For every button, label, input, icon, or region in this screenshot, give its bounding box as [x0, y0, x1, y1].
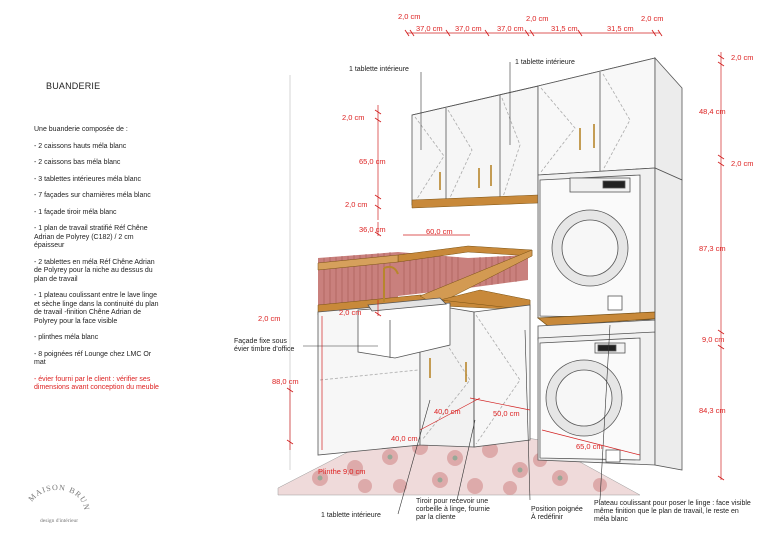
svg-text:MAISON BRUNE: MAISON BRUNE	[22, 480, 91, 511]
description-item: - 1 façade tiroir méla blanc	[34, 208, 117, 216]
description-item: - 3 tablettes intérieures méla blanc	[34, 175, 141, 183]
dim-left-2-c: 2,0 cm	[258, 314, 281, 323]
dim-left-2-d: 2,0 cm	[339, 308, 362, 317]
dim-bottom-40-b: 40,0 cm	[391, 434, 418, 443]
description-item: Une buanderie composée de :	[34, 126, 128, 133]
brand-logo: MAISON BRUNE design d'intérieur	[19, 473, 92, 526]
dim-top-37-a: 37,0 cm	[416, 24, 443, 33]
description-item: - 8 poignées réf Lounge chez LMC Or mat	[34, 350, 152, 367]
dim-niche-60: 60,0 cm	[426, 227, 453, 236]
dim-top-315-b: 31,5 cm	[607, 24, 634, 33]
dim-top-37-c: 37,0 cm	[497, 24, 524, 33]
dim-left-2-b: 2,0 cm	[345, 200, 368, 209]
page-title: BUANDERIE	[46, 81, 101, 91]
dim-top-315-a: 31,5 cm	[551, 24, 578, 33]
dim-bottom-50: 50,0 cm	[493, 409, 520, 418]
annotation-plateau: Plateau coulissant pour poser le linge :…	[594, 500, 751, 523]
dimension-ticks	[286, 29, 725, 481]
description-item: - 2 caissons bas méla blanc	[34, 159, 121, 166]
dim-top-2-right: 2,0 cm	[641, 14, 664, 23]
dim-top-37-b: 37,0 cm	[455, 24, 482, 33]
dimension-lines	[289, 32, 722, 480]
description-item: - plinthes méla blanc	[34, 334, 99, 341]
dim-right-484: 48,4 cm	[699, 107, 726, 116]
dim-right-2-mid: 2,0 cm	[731, 159, 754, 168]
dim-left-2-a: 2,0 cm	[342, 113, 365, 122]
annotation-shelf-top-right: 1 tablette intérieure	[515, 59, 575, 66]
dim-left-88: 88,0 cm	[272, 377, 299, 386]
dim-right-2-top: 2,0 cm	[731, 53, 754, 62]
upper-cabinets	[411, 56, 683, 206]
dim-top-2-mid: 2,0 cm	[526, 14, 549, 23]
description-item: - évier fourni par le client : vérifier …	[34, 375, 159, 392]
annotation-facade-fixe: Façade fixe sous évier timbre d'office	[234, 338, 295, 353]
lower-cabinets	[317, 265, 531, 456]
description-item: - 1 plateau coulissant entre le lave lin…	[34, 292, 159, 325]
logo-icon: MAISON BRUNE design d'intérieur	[19, 473, 91, 524]
dim-right-843: 84,3 cm	[699, 406, 726, 415]
annotation-shelf-bottom: 1 tablette intérieure	[321, 512, 381, 519]
annotation-shelf-top-left: 1 tablette intérieure	[349, 66, 409, 73]
leader-lines	[303, 62, 611, 515]
annotation-tiroir: Tiroir pour recevoir une corbeille à lin…	[416, 498, 490, 521]
dim-plinthe: Plinthe 9,0 cm	[318, 467, 366, 476]
annotation-poignee: Position poignée À redéfinir	[531, 506, 583, 521]
dim-top-2-left: 2,0 cm	[398, 12, 421, 21]
description-item: - 7 façades sur charnières méla blanc	[34, 192, 151, 199]
description-item: - 1 plan de travail stratifié Réf Chêne …	[34, 225, 148, 249]
floor-tiles	[277, 419, 641, 496]
description-list: Une buanderie composée de : - 2 caissons …	[34, 126, 162, 401]
dim-right-873: 87,3 cm	[699, 244, 726, 253]
dim-bottom-40-a: 40,0 cm	[434, 407, 461, 416]
dim-left-36: 36,0 cm	[359, 225, 386, 234]
description-item: - 2 caissons hauts méla blanc	[34, 142, 127, 150]
dim-right-9: 9,0 cm	[702, 335, 725, 344]
svg-text:design d'intérieur: design d'intérieur	[40, 518, 78, 524]
dim-left-65: 65,0 cm	[359, 157, 386, 166]
description-item: - 2 tablettes en méla Réf Chêne Adrian d…	[34, 258, 155, 283]
dim-bottom-65: 65,0 cm	[576, 442, 603, 451]
appliance-column	[536, 167, 683, 471]
